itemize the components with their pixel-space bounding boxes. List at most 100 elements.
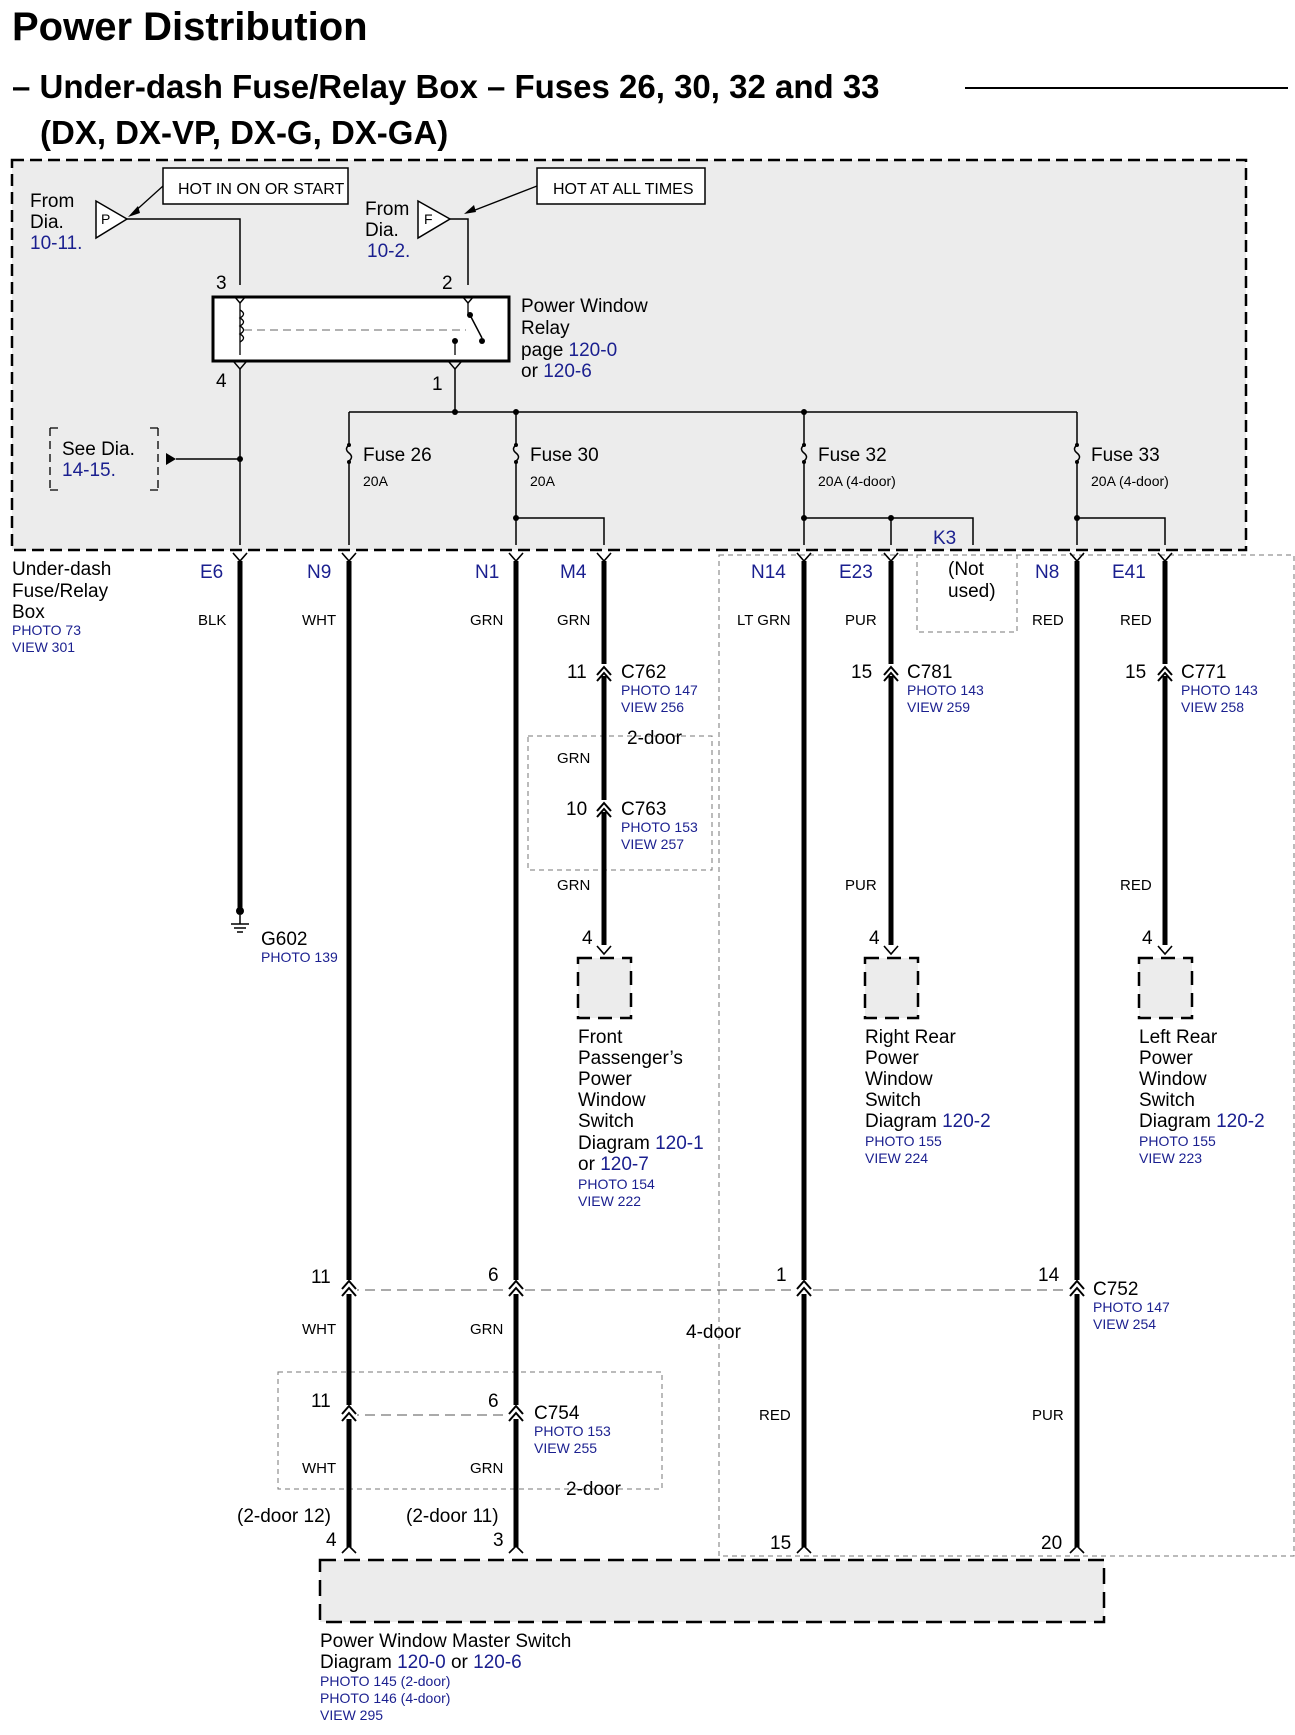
left-rear-name-2: Power: [1139, 1048, 1194, 1069]
fuse-box-name-line2: Fuse/Relay: [12, 581, 109, 602]
front-pass-photo[interactable]: PHOTO 154: [578, 1176, 655, 1192]
right-rear-view[interactable]: VIEW 224: [865, 1150, 928, 1166]
c762-view[interactable]: VIEW 256: [621, 699, 684, 715]
relay-or-line: or 120-6: [521, 361, 592, 382]
source-f-from: From: [365, 199, 409, 220]
wire-color-e23: PUR: [845, 612, 877, 629]
page-subtitle: – Under-dash Fuse/Relay Box – Fuses 26, …: [12, 68, 880, 105]
master-photo-4door[interactable]: PHOTO 146 (4-door): [320, 1690, 450, 1706]
master-ref1[interactable]: 120-0: [397, 1652, 446, 1673]
c763-pin: 10: [566, 799, 587, 820]
master-pin-15: 15: [770, 1533, 791, 1554]
c754-view[interactable]: VIEW 255: [534, 1440, 597, 1456]
fuse-box-photo[interactable]: PHOTO 73: [12, 622, 81, 638]
front-pass-name-3: Power: [578, 1069, 633, 1090]
relay-page-ref1[interactable]: 120-0: [569, 340, 618, 361]
terminal-n9: N9: [307, 562, 331, 583]
right-rear-pin: 4: [869, 928, 880, 949]
source-p-ref[interactable]: 10-11.: [30, 233, 82, 254]
ground-photo[interactable]: PHOTO 139: [261, 949, 338, 965]
connector-c754: 11 6 C754 PHOTO 153 VIEW 255: [311, 1391, 611, 1456]
right-rear-diagram: Diagram 120-2: [865, 1111, 991, 1132]
master-pin-20: 20: [1041, 1533, 1062, 1554]
wire-color-n8: RED: [1032, 612, 1064, 629]
fuse-box-name-line3: Box: [12, 602, 45, 623]
page-subtitle-models: (DX, DX-VP, DX-G, DX-GA): [40, 114, 448, 151]
right-rear-name-1: Right Rear: [865, 1027, 956, 1048]
page-title: Power Distribution: [12, 5, 368, 49]
left-rear-photo[interactable]: PHOTO 155: [1139, 1133, 1216, 1149]
c754-two-door-label: 2-door: [566, 1479, 622, 1500]
relay-contact-icon: [469, 314, 483, 339]
fuse-33: Fuse 33 20A (4-door): [1073, 412, 1169, 545]
c752-pin-c: 1: [776, 1265, 787, 1286]
fuse-32-name: Fuse 32: [818, 445, 887, 466]
c752-photo[interactable]: PHOTO 147: [1093, 1299, 1170, 1315]
c752-pin-b: 6: [488, 1265, 499, 1286]
wire-color-n14: LT GRN: [737, 612, 791, 629]
fuse-30-name: Fuse 30: [530, 445, 599, 466]
source-f-ref[interactable]: 10-2.: [367, 241, 410, 262]
front-pass-ref1[interactable]: 120-1: [655, 1133, 704, 1154]
c763-name: C763: [621, 799, 666, 820]
c771-photo[interactable]: PHOTO 143: [1181, 682, 1258, 698]
c752-view[interactable]: VIEW 254: [1093, 1316, 1156, 1332]
left-rear-pin: 4: [1142, 928, 1153, 949]
c754-pin-a: 11: [311, 1391, 331, 1412]
c781-photo[interactable]: PHOTO 143: [907, 682, 984, 698]
wire-color-c752-n9: WHT: [302, 1321, 336, 1338]
fuse-box-view[interactable]: VIEW 301: [12, 639, 75, 655]
c754-pin-b: 6: [488, 1391, 499, 1412]
right-rear-name-4: Switch: [865, 1090, 921, 1111]
fuse-30-rating: 20A: [530, 473, 556, 489]
terminal-k3: K3: [933, 528, 956, 549]
see-dia-ref[interactable]: 14-15.: [62, 460, 116, 481]
c781-view[interactable]: VIEW 259: [907, 699, 970, 715]
fuse-icon: [345, 444, 353, 462]
four-door-zone: [718, 554, 1295, 1557]
front-pass-view[interactable]: VIEW 222: [578, 1193, 641, 1209]
master-view[interactable]: VIEW 295: [320, 1707, 383, 1723]
wire-color-c763-in: GRN: [557, 750, 590, 767]
not-used-line1: (Not: [948, 559, 985, 580]
left-rear-ref[interactable]: 120-2: [1216, 1111, 1265, 1132]
master-name: Power Window Master Switch: [320, 1631, 571, 1652]
c754-name: C754: [534, 1403, 580, 1424]
right-rear-photo[interactable]: PHOTO 155: [865, 1133, 942, 1149]
c771-pin: 15: [1125, 662, 1146, 683]
hot-in-on-or-start-box: [162, 167, 349, 205]
terminal-m4: M4: [560, 562, 587, 583]
c762-photo[interactable]: PHOTO 147: [621, 682, 698, 698]
c754-photo[interactable]: PHOTO 153: [534, 1423, 611, 1439]
master-photo-2door[interactable]: PHOTO 145 (2-door): [320, 1673, 450, 1689]
c771-view[interactable]: VIEW 258: [1181, 699, 1244, 715]
wire-color-c754-n1: GRN: [470, 1460, 503, 1477]
connector-c752: 11 6 1 14 C752 PHOTO 147 VIEW 254: [311, 1265, 1170, 1332]
right-rear-ref[interactable]: 120-2: [942, 1111, 991, 1132]
not-used-box: [916, 554, 1018, 633]
front-pass-or: or 120-7: [578, 1154, 649, 1175]
wire-color-c763-out: GRN: [557, 877, 590, 894]
connector-c763: 10 C763 PHOTO 153 VIEW 257: [566, 799, 698, 852]
wire-color-n8-lower: PUR: [1032, 1407, 1064, 1424]
fuse-32: Fuse 32 20A (4-door): [800, 412, 974, 545]
source-p-triangle-icon: [95, 199, 129, 240]
ground-name: G602: [261, 929, 307, 950]
left-rear-view[interactable]: VIEW 223: [1139, 1150, 1202, 1166]
master-two-door-11: (2-door 11): [406, 1506, 499, 1527]
wire-color-c752-n1: GRN: [470, 1321, 503, 1338]
c763-photo[interactable]: PHOTO 153: [621, 819, 698, 835]
wire-color-n14-lower: RED: [759, 1407, 791, 1424]
wire-color-n1: GRN: [470, 612, 503, 629]
connector-c781: 15 C781 PHOTO 143 VIEW 259: [851, 662, 984, 715]
master-pin-3: 3: [493, 1530, 504, 1551]
front-pass-ref2[interactable]: 120-7: [600, 1154, 649, 1175]
hot-at-all-times-box: [536, 167, 706, 205]
not-used-line2: used): [948, 581, 996, 602]
master-ref2[interactable]: 120-6: [473, 1652, 522, 1673]
relay-page-ref2[interactable]: 120-6: [543, 361, 592, 382]
wire-color-m4: GRN: [557, 612, 590, 629]
c763-view[interactable]: VIEW 257: [621, 836, 684, 852]
right-rear-name-2: Power: [865, 1048, 920, 1069]
source-f-dia: Dia.: [365, 220, 399, 241]
